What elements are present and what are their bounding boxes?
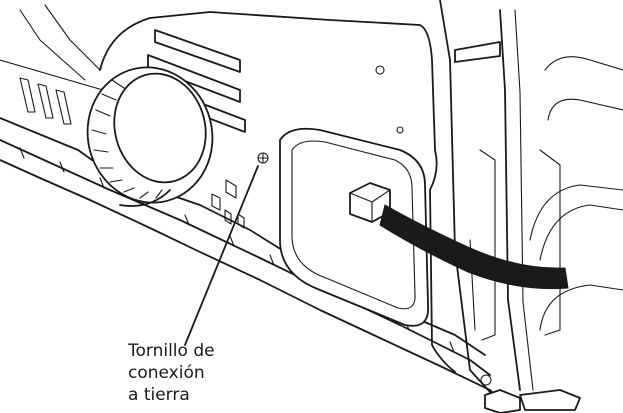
power-cord (349, 182, 569, 290)
ground-screw-icon (257, 152, 269, 164)
exhaust-duct (86, 66, 214, 207)
panel-holes (211, 65, 404, 229)
callout-line-2: conexión (128, 363, 205, 383)
callout-line-1: Tornillo de (128, 341, 215, 361)
dryer-foot (480, 374, 581, 413)
callout-line-3: a tierra (128, 385, 190, 405)
right-side-panel (439, 0, 623, 393)
terminal-block-opening (279, 127, 429, 327)
callout-leader-line (184, 165, 259, 346)
ground-screw-callout-label: Tornillo de conexión a tierra (128, 340, 258, 406)
